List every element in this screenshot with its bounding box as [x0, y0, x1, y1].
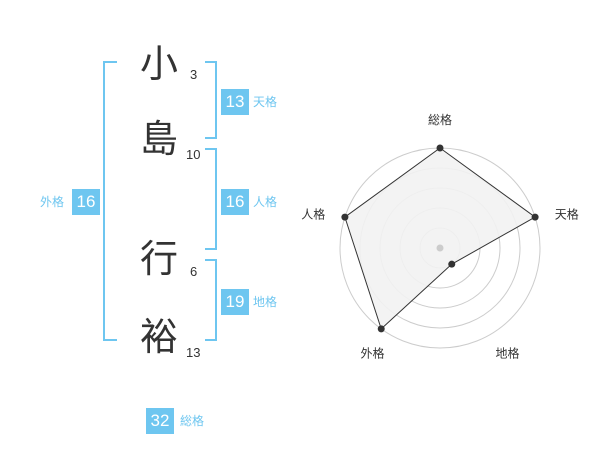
name-char-4: 裕 — [140, 315, 179, 359]
soukaku-value: 32 — [146, 408, 174, 434]
chikaku-value: 19 — [221, 289, 249, 315]
tenkaku-value: 13 — [221, 89, 249, 115]
radar-point-3 — [448, 260, 456, 268]
name-char-2: 島 — [140, 117, 179, 161]
gaikaku-label: 外格 — [40, 195, 65, 209]
radar-axis-label-2: 天格 — [555, 207, 579, 222]
chikaku-label: 地格 — [253, 295, 278, 309]
chikaku-bracket — [205, 259, 217, 341]
stroke-count-4: 13 — [186, 345, 201, 360]
name-char-3: 行 — [140, 237, 179, 281]
radar-center-dot — [436, 244, 444, 252]
radar-point-1 — [436, 144, 444, 152]
radar-point-5 — [341, 213, 349, 221]
gaikaku-value: 16 — [72, 189, 100, 215]
radar-point-2 — [531, 213, 539, 221]
radar-point-4 — [377, 325, 385, 333]
stroke-count-3: 6 — [190, 264, 198, 279]
radar-axis-label-3: 地格 — [495, 345, 519, 360]
name-char-1: 小 — [140, 42, 179, 86]
radar-axis-label-1: 総格 — [428, 112, 452, 127]
radar-axis-label-4: 外格 — [361, 345, 385, 360]
stroke-count-2: 10 — [186, 147, 201, 162]
tenkaku-bracket — [205, 61, 217, 139]
tenkaku-label: 天格 — [253, 95, 278, 109]
jinkaku-bracket — [205, 148, 217, 250]
stroke-count-1: 3 — [190, 67, 198, 82]
jinkaku-value: 16 — [221, 189, 249, 215]
radar-area — [344, 147, 537, 330]
radar-axis-label-5: 人格 — [301, 207, 325, 222]
gaikaku-bracket — [103, 61, 117, 341]
soukaku-label: 総格 — [180, 414, 205, 428]
jinkaku-label: 人格 — [253, 195, 278, 209]
